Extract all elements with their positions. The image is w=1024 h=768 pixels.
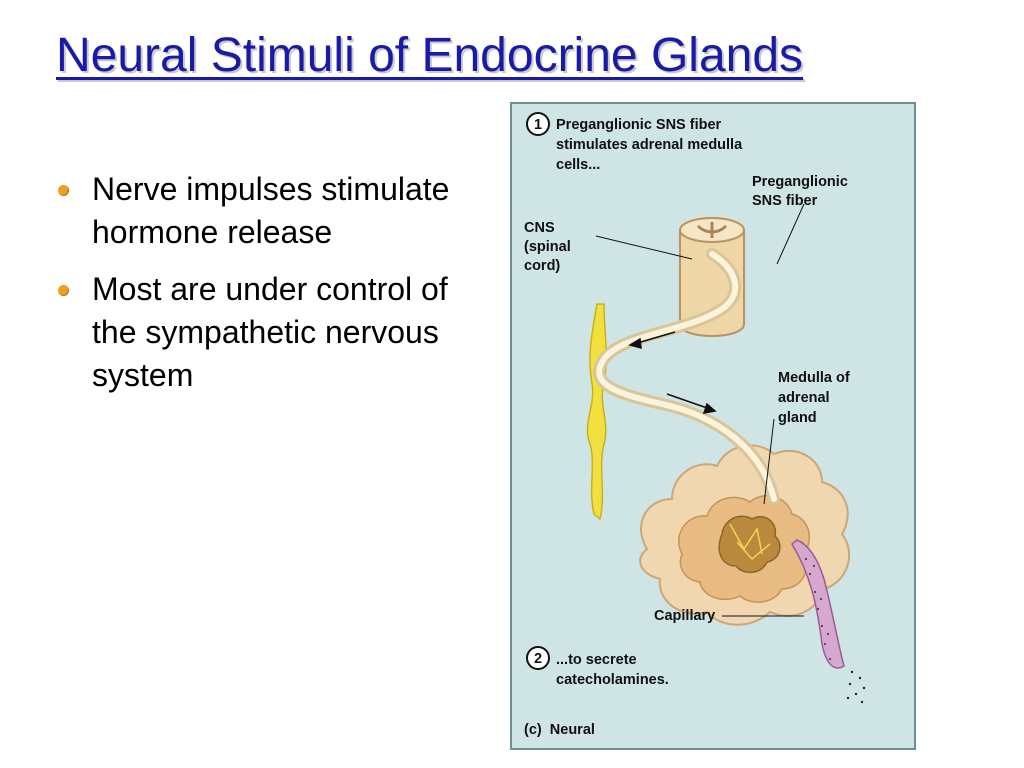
slide-title: Neural Stimuli of Endocrine Glands [56,29,804,82]
direction-arrow-icon [628,331,717,414]
cns-label: CNS [524,220,555,236]
catecholamine-dots-icon [846,670,866,704]
step-one-line: Preganglionic SNS fiber [556,117,722,133]
step-two-number: 2 [534,651,542,667]
cns-label: (spinal [524,239,571,255]
step-one-line: cells... [556,157,600,173]
step-one-line: stimulates adrenal medulla [556,137,743,153]
adrenal-gland-icon [639,444,851,626]
capillary-dots-icon [805,558,831,660]
bullet-list: Nerve impulses stimulate hormone release… [56,168,476,411]
preganglionic-label: Preganglionic [752,174,848,190]
bullet-text: Most are under control of the sympatheti… [92,271,448,393]
step-two-badge [526,646,550,670]
cns-label: cord) [524,258,560,274]
bullet-dot-icon [58,185,69,196]
sympathetic-chain-icon [586,303,607,521]
figure-caption: (c) Neural [524,722,595,738]
capillary-label: Capillary [654,608,715,624]
adrenal-neural-diagram: 1 2 Preganglionic SNS fiber stimulates a… [524,112,866,738]
bullet-dot-icon [58,285,69,296]
bullet-text: Nerve impulses stimulate hormone release [92,171,450,250]
bullet-item: Most are under control of the sympatheti… [56,268,476,397]
step-one-number: 1 [534,117,542,133]
step-one-badge [526,112,550,136]
leader-lines [595,203,805,617]
capillary-icon [791,539,845,669]
medulla-label: Medulla of [778,370,850,386]
bullet-item: Nerve impulses stimulate hormone release [56,168,476,254]
step-two-line: catecholamines. [556,672,669,688]
medulla-label: gland [778,410,817,426]
neural-stimuli-figure: 1 2 Preganglionic SNS fiber stimulates a… [510,102,916,750]
medulla-label: adrenal [778,390,830,406]
step-two-line: ...to secrete [556,652,637,668]
preganglionic-label: SNS fiber [752,193,818,209]
